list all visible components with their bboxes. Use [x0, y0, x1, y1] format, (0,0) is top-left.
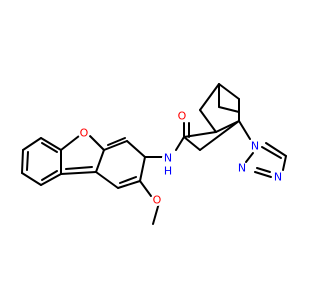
bond-layer — [21, 83, 287, 225]
bond — [40, 137, 62, 151]
atom-label-layer: O O N H O N N N — [78, 110, 284, 207]
bond — [95, 171, 119, 189]
bond — [175, 136, 185, 151]
furan-oxygen-atom: O — [78, 127, 90, 140]
amide-oxygen-atom: O — [176, 110, 188, 123]
bond — [117, 180, 141, 189]
atom-symbol: N — [274, 171, 282, 184]
bond — [183, 131, 217, 138]
bond — [139, 156, 146, 182]
bond — [139, 180, 152, 197]
bond — [95, 149, 105, 173]
bond — [218, 83, 240, 100]
bond — [152, 202, 160, 225]
bond — [245, 152, 254, 163]
atom-symbol: N — [251, 140, 259, 153]
atom-symbol: O — [80, 127, 89, 140]
bond — [103, 140, 128, 151]
bond — [41, 170, 58, 181]
bond — [218, 106, 240, 113]
atom-symbol: O — [178, 110, 187, 123]
bond — [199, 120, 240, 151]
bond — [119, 176, 137, 184]
bond — [26, 151, 29, 171]
bond — [107, 137, 126, 146]
molecule-diagram: O O N H O N N N — [21, 83, 287, 225]
bond — [256, 167, 271, 173]
bond — [254, 171, 272, 178]
bond — [265, 142, 287, 157]
amide-nitrogen-atom: N — [162, 152, 174, 165]
bond — [183, 136, 201, 151]
bond — [60, 171, 97, 175]
atom-symbol: H — [164, 165, 172, 178]
bond — [40, 173, 62, 186]
bond — [238, 120, 251, 140]
bond — [199, 109, 217, 133]
bond — [41, 142, 58, 153]
atom-symbol: N — [238, 162, 246, 175]
bond — [89, 135, 105, 151]
bond — [21, 149, 24, 174]
atom-symbol: N — [164, 152, 172, 165]
atom-symbol: O — [153, 194, 162, 207]
methoxy-oxygen-atom: O — [151, 194, 163, 207]
triazole-nitrogen-2-atom: N — [236, 162, 248, 175]
bond — [22, 137, 42, 151]
bond — [126, 140, 146, 158]
triazole-nitrogen-4-atom: N — [272, 171, 284, 184]
bond — [261, 146, 282, 159]
bond — [60, 135, 80, 151]
bond — [282, 155, 287, 171]
structure-svg: O O N H O N N N — [21, 83, 287, 225]
triazole-nitrogen-1-atom: N — [249, 140, 261, 153]
amide-hydrogen-atom: H — [163, 165, 173, 178]
bond — [199, 83, 220, 111]
bond — [21, 172, 42, 186]
bond — [65, 166, 93, 170]
